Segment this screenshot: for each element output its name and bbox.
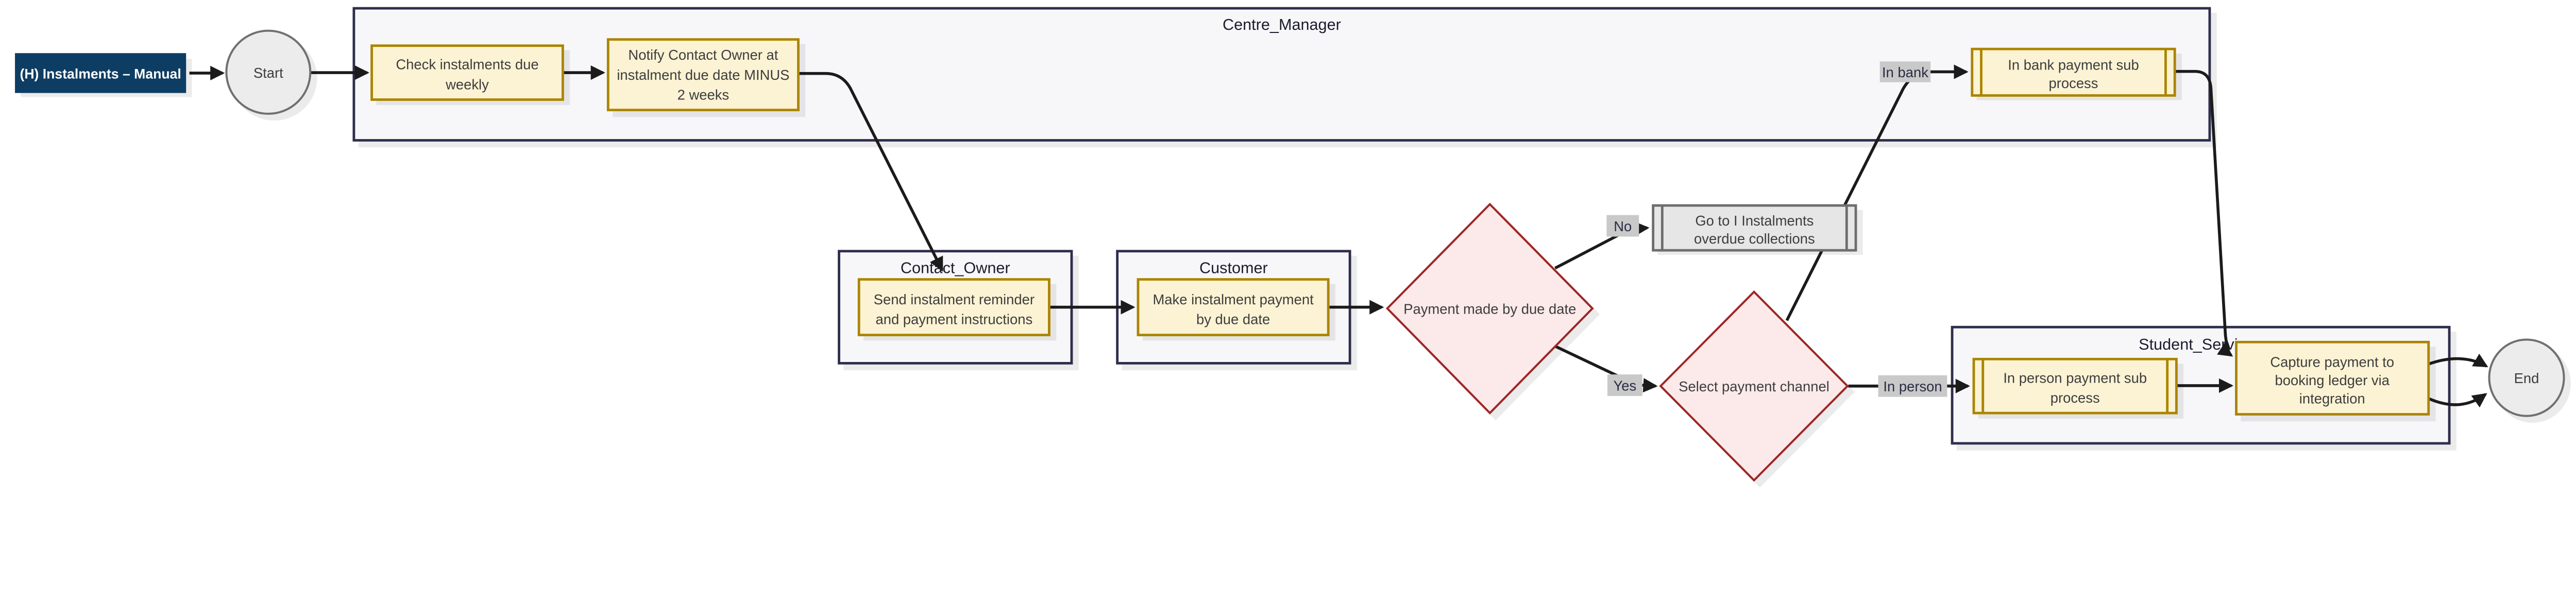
node-notify-line3: 2 weeks	[677, 87, 730, 102]
node-in-bank-subprocess: In bank payment sub process	[1971, 47, 2176, 97]
edge-label-yes-bg	[1607, 374, 1642, 396]
edge-label-no-bg	[1606, 215, 1639, 237]
node-in-person-line1: In person payment sub	[2003, 370, 2147, 386]
flowchart-svg: Centre_Manager Contact_Owner Customer St…	[15, 7, 2565, 482]
node-notify-line1: Notify Contact Owner at	[628, 47, 778, 63]
node-send-line2: and payment instructions	[875, 312, 1032, 327]
lane-centre-manager-title: Centre_Manager	[1223, 16, 1341, 33]
node-capture-line2: booking ledger via	[2275, 372, 2390, 388]
edge-label-in-person: In person	[1878, 375, 1947, 397]
node-capture-line3: integration	[2299, 391, 2365, 407]
start-label: Start	[253, 65, 283, 81]
node-goto-line1: Go to I Instalments	[1695, 213, 1814, 229]
end-circle	[2488, 338, 2565, 417]
node-in-person-subprocess: In person payment sub process	[1972, 357, 2178, 415]
node-send-line1: Send instalment reminder	[874, 291, 1035, 307]
edge-label-no-text: No	[1614, 218, 1632, 234]
node-capture-payment: Capture payment to booking ledger via in…	[2235, 340, 2430, 416]
edge-label-no: No	[1606, 215, 1639, 237]
node-notify-line2: instalment due date MINUS	[617, 67, 789, 83]
edge-inbank-to-capture	[2175, 70, 2233, 357]
edge-capture-to-end-bottom	[2428, 393, 2487, 408]
edge-label-in-bank-text: In bank	[1882, 64, 1928, 80]
lane-contact-owner-title: Contact_Owner	[901, 259, 1010, 277]
edge-capture-to-end-top	[2428, 353, 2488, 368]
process-badge-box	[15, 53, 187, 93]
process-badge: (H) Instalments – Manual	[15, 53, 187, 93]
decision-payment-made-shape	[1385, 202, 1594, 415]
edge-label-in-person-bg	[1878, 375, 1947, 397]
node-goto-overdue-collections: Go to I Instalments overdue collections	[1652, 204, 1857, 252]
start-node: Start	[225, 29, 312, 115]
edge-label-in-bank-bg	[1879, 61, 1931, 82]
node-in-bank-line1: In bank payment sub	[2008, 57, 2139, 73]
node-goto-box	[1652, 204, 1857, 252]
node-notify-box	[606, 38, 800, 112]
node-make-box	[1137, 278, 1330, 337]
node-check-line2: weekly	[445, 76, 489, 92]
node-in-person-line2: process	[2050, 390, 2100, 406]
edge-label-in-bank: In bank	[1879, 61, 1931, 82]
node-make-payment: Make instalment payment by due date	[1137, 278, 1330, 337]
lane-customer-title: Customer	[1199, 259, 1268, 277]
node-send-reminder: Send instalment reminder and payment ins…	[857, 278, 1050, 337]
node-check-instalments-box	[370, 44, 564, 101]
edge-label-yes: Yes	[1607, 374, 1642, 396]
end-label: End	[2514, 370, 2539, 386]
process-badge-label: (H) Instalments – Manual	[20, 66, 181, 81]
edge-label-yes-text: Yes	[1613, 378, 1636, 394]
node-capture-line1: Capture payment to	[2270, 354, 2394, 370]
end-node: End	[2488, 338, 2565, 417]
node-capture-box	[2235, 340, 2430, 416]
node-check-instalments: Check instalments due weekly	[370, 44, 564, 101]
node-make-line2: by due date	[1196, 312, 1270, 327]
edge-notify-to-send	[798, 72, 943, 272]
node-in-person-box	[1972, 357, 2178, 415]
node-in-bank-line2: process	[2049, 75, 2098, 91]
edge-label-in-person-text: In person	[1883, 378, 1942, 394]
decision-select-channel: Select payment channel	[1659, 290, 1849, 482]
node-notify-contact-owner: Notify Contact Owner at instalment due d…	[606, 38, 800, 112]
decision-payment-made: Payment made by due date	[1385, 202, 1594, 415]
decision-select-channel-shape	[1659, 290, 1849, 482]
node-in-bank-box	[1971, 47, 2176, 97]
start-circle	[225, 29, 312, 115]
flowchart-canvas: Centre_Manager Contact_Owner Customer St…	[15, 7, 2565, 482]
node-send-box	[857, 278, 1050, 337]
node-make-line1: Make instalment payment	[1153, 291, 1314, 307]
node-goto-line2: overdue collections	[1694, 231, 1815, 247]
decision-select-channel-label: Select payment channel	[1679, 378, 1829, 394]
decision-payment-made-label: Payment made by due date	[1403, 301, 1576, 317]
node-check-line1: Check instalments due	[396, 57, 538, 73]
